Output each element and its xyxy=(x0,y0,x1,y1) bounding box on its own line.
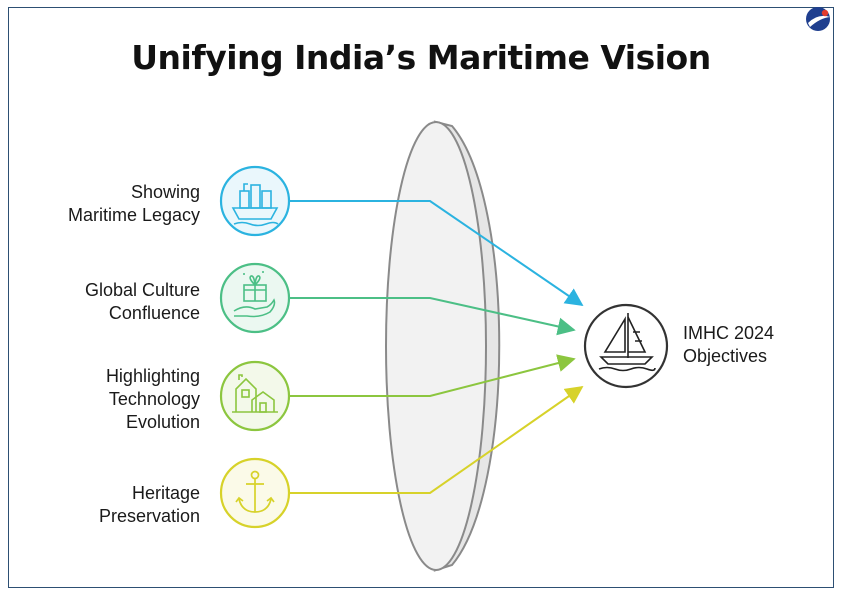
brand-logo-icon xyxy=(806,7,830,31)
input-label-technology: Highlighting Technology Evolution xyxy=(105,366,200,432)
input-label-heritage: Heritage Preservation xyxy=(98,483,200,526)
connector-arrow-technology xyxy=(290,354,576,397)
cargo-ship-icon xyxy=(219,165,291,237)
input-label-culture: Global Culture Confluence xyxy=(84,280,200,323)
sailboat-icon xyxy=(583,303,669,389)
lens-shape xyxy=(385,120,501,572)
connector-arrow-culture xyxy=(290,297,576,336)
page-frame xyxy=(8,7,834,588)
connector-arrow-legacy xyxy=(290,200,584,307)
anchor-icon xyxy=(219,457,291,529)
page-title: Unifying India’s Maritime Vision xyxy=(131,38,711,77)
gift-in-hand-icon xyxy=(219,262,291,334)
input-label-legacy: Showing Maritime Legacy xyxy=(67,182,200,225)
target-label: IMHC 2024 Objectives xyxy=(683,323,775,366)
connector-arrow-heritage xyxy=(290,385,584,494)
houses-icon xyxy=(219,360,291,432)
